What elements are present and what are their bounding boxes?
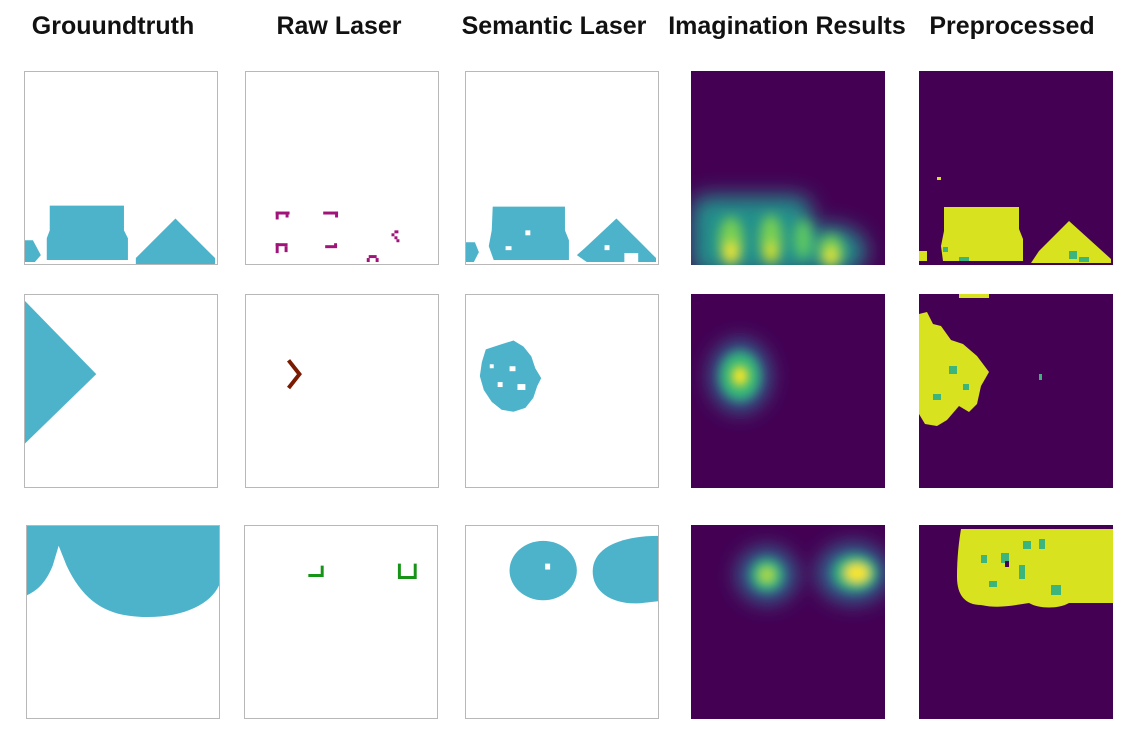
preprocessed-shapes	[919, 294, 1042, 426]
column-title-raw-laser: Raw Laser	[276, 12, 402, 40]
preprocessed-map-row2	[919, 294, 1113, 488]
imagination-heatmap-row3	[691, 525, 885, 719]
preprocessed-map-row1	[919, 71, 1113, 265]
groundtruth-map-row3	[26, 525, 220, 719]
groundtruth-shapes	[27, 526, 219, 618]
laser-points	[275, 211, 400, 263]
raw-laser-map-row2	[245, 294, 439, 488]
groundtruth-map-row2	[24, 294, 218, 488]
semantic-laser-map-row3	[465, 525, 659, 719]
groundtruth-map-row1	[24, 71, 218, 265]
heatmap-blobs	[737, 543, 885, 603]
semantic-laser-map-row2	[465, 294, 659, 488]
semantic-shapes	[479, 340, 542, 412]
laser-points	[287, 359, 302, 390]
semantic-shapes	[466, 206, 657, 263]
groundtruth-shapes	[25, 300, 97, 444]
column-title-semantic-laser: Semantic Laser	[461, 12, 647, 40]
imagination-heatmap-row2	[691, 294, 885, 488]
laser-points	[308, 563, 417, 579]
column-title-groundtruth: Grouundtruth	[31, 12, 195, 40]
preprocessed-map-row3	[919, 525, 1113, 719]
semantic-shapes	[509, 535, 658, 604]
imagination-heatmap-row1	[691, 71, 885, 265]
column-title-preprocessed: Preprocessed	[929, 12, 1095, 40]
semantic-laser-map-row1	[465, 71, 659, 265]
heatmap-blobs	[710, 340, 770, 412]
column-title-imagination-results: Imagination Results	[668, 12, 906, 40]
raw-laser-map-row1	[245, 71, 439, 265]
raw-laser-map-row3	[244, 525, 438, 719]
groundtruth-shapes	[25, 205, 216, 264]
preprocessed-shapes	[957, 529, 1113, 608]
preprocessed-shapes	[919, 177, 1111, 263]
heatmap-blobs	[691, 196, 866, 265]
